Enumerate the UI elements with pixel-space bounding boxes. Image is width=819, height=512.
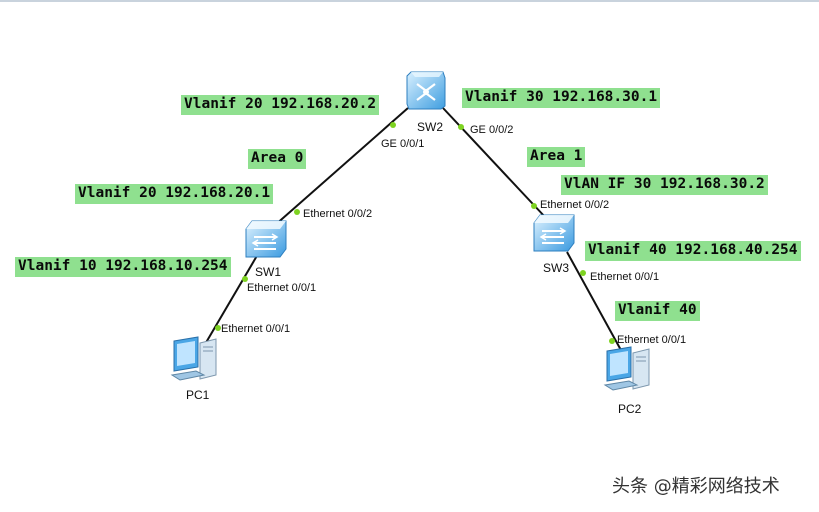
window-top-border: [0, 0, 819, 2]
device-pc2[interactable]: [603, 345, 655, 395]
port-dot-sw3-e001: [580, 270, 586, 276]
label-sw3-vlanif40: Vlanif 40 192.168.40.254: [585, 241, 801, 261]
port-dot-sw2-ge002: [458, 124, 464, 130]
pc-icon: [170, 336, 217, 381]
port-label-sw2-ge002: GE 0/0/2: [470, 124, 514, 136]
port-label-sw1-e001: Ethernet 0/0/1: [247, 282, 317, 294]
link-sw2-sw1[interactable]: [273, 107, 409, 227]
link-sw1-pc1[interactable]: [203, 253, 259, 347]
port-dot-sw1-e001: [242, 276, 248, 282]
device-label-pc2: PC2: [618, 402, 642, 416]
label-sw1-vlanif20: Vlanif 20 192.168.20.1: [75, 184, 274, 204]
label-sw3-vlanif30: VlAN IF 30 192.168.30.2: [561, 175, 768, 195]
link-sw3-pc2[interactable]: [566, 251, 623, 353]
pc-icon: [603, 346, 650, 391]
device-pc1[interactable]: [170, 335, 222, 385]
device-label-pc1: PC1: [186, 388, 210, 402]
device-label-sw3: SW3: [543, 261, 570, 275]
port-label-sw3-e002: Ethernet 0/0/2: [540, 199, 610, 211]
port-label-sw3-e001: Ethernet 0/0/1: [590, 271, 660, 283]
label-sw2-vlanif20: Vlanif 20 192.168.20.2: [181, 95, 380, 115]
layer3-switch-icon: [406, 71, 446, 110]
device-label-sw1: SW1: [255, 265, 282, 279]
port-label-sw2-ge001: GE 0/0/1: [381, 138, 425, 150]
switch-icon: [245, 220, 287, 258]
port-label-pc2-e001: Ethernet 0/0/1: [617, 334, 687, 346]
port-dot-sw1-e002: [294, 209, 300, 215]
device-sw3[interactable]: [532, 213, 576, 253]
port-label-pc1-e001: Ethernet 0/0/1: [221, 323, 291, 335]
watermark-text: 头条 @精彩网络技术: [612, 476, 780, 497]
port-dot-pc1-e001: [215, 325, 221, 331]
port-dot-pc2-e001: [609, 338, 615, 344]
device-label-sw2: SW2: [417, 120, 444, 134]
label-sw2-vlanif30: Vlanif 30 192.168.30.1: [462, 88, 661, 108]
port-dot-sw2-ge001: [390, 122, 396, 128]
label-pc2-vlanif40: Vlanif 40: [615, 301, 700, 321]
device-sw2[interactable]: [405, 70, 447, 110]
device-sw1[interactable]: [244, 219, 288, 259]
label-area-1: Area 1: [527, 147, 586, 167]
port-dot-sw3-e002: [531, 203, 537, 209]
switch-icon: [533, 214, 575, 252]
label-sw1-vlanif10: Vlanif 10 192.168.10.254: [15, 257, 231, 277]
port-label-sw1-e002: Ethernet 0/0/2: [303, 208, 373, 220]
label-area-0: Area 0: [248, 149, 307, 169]
